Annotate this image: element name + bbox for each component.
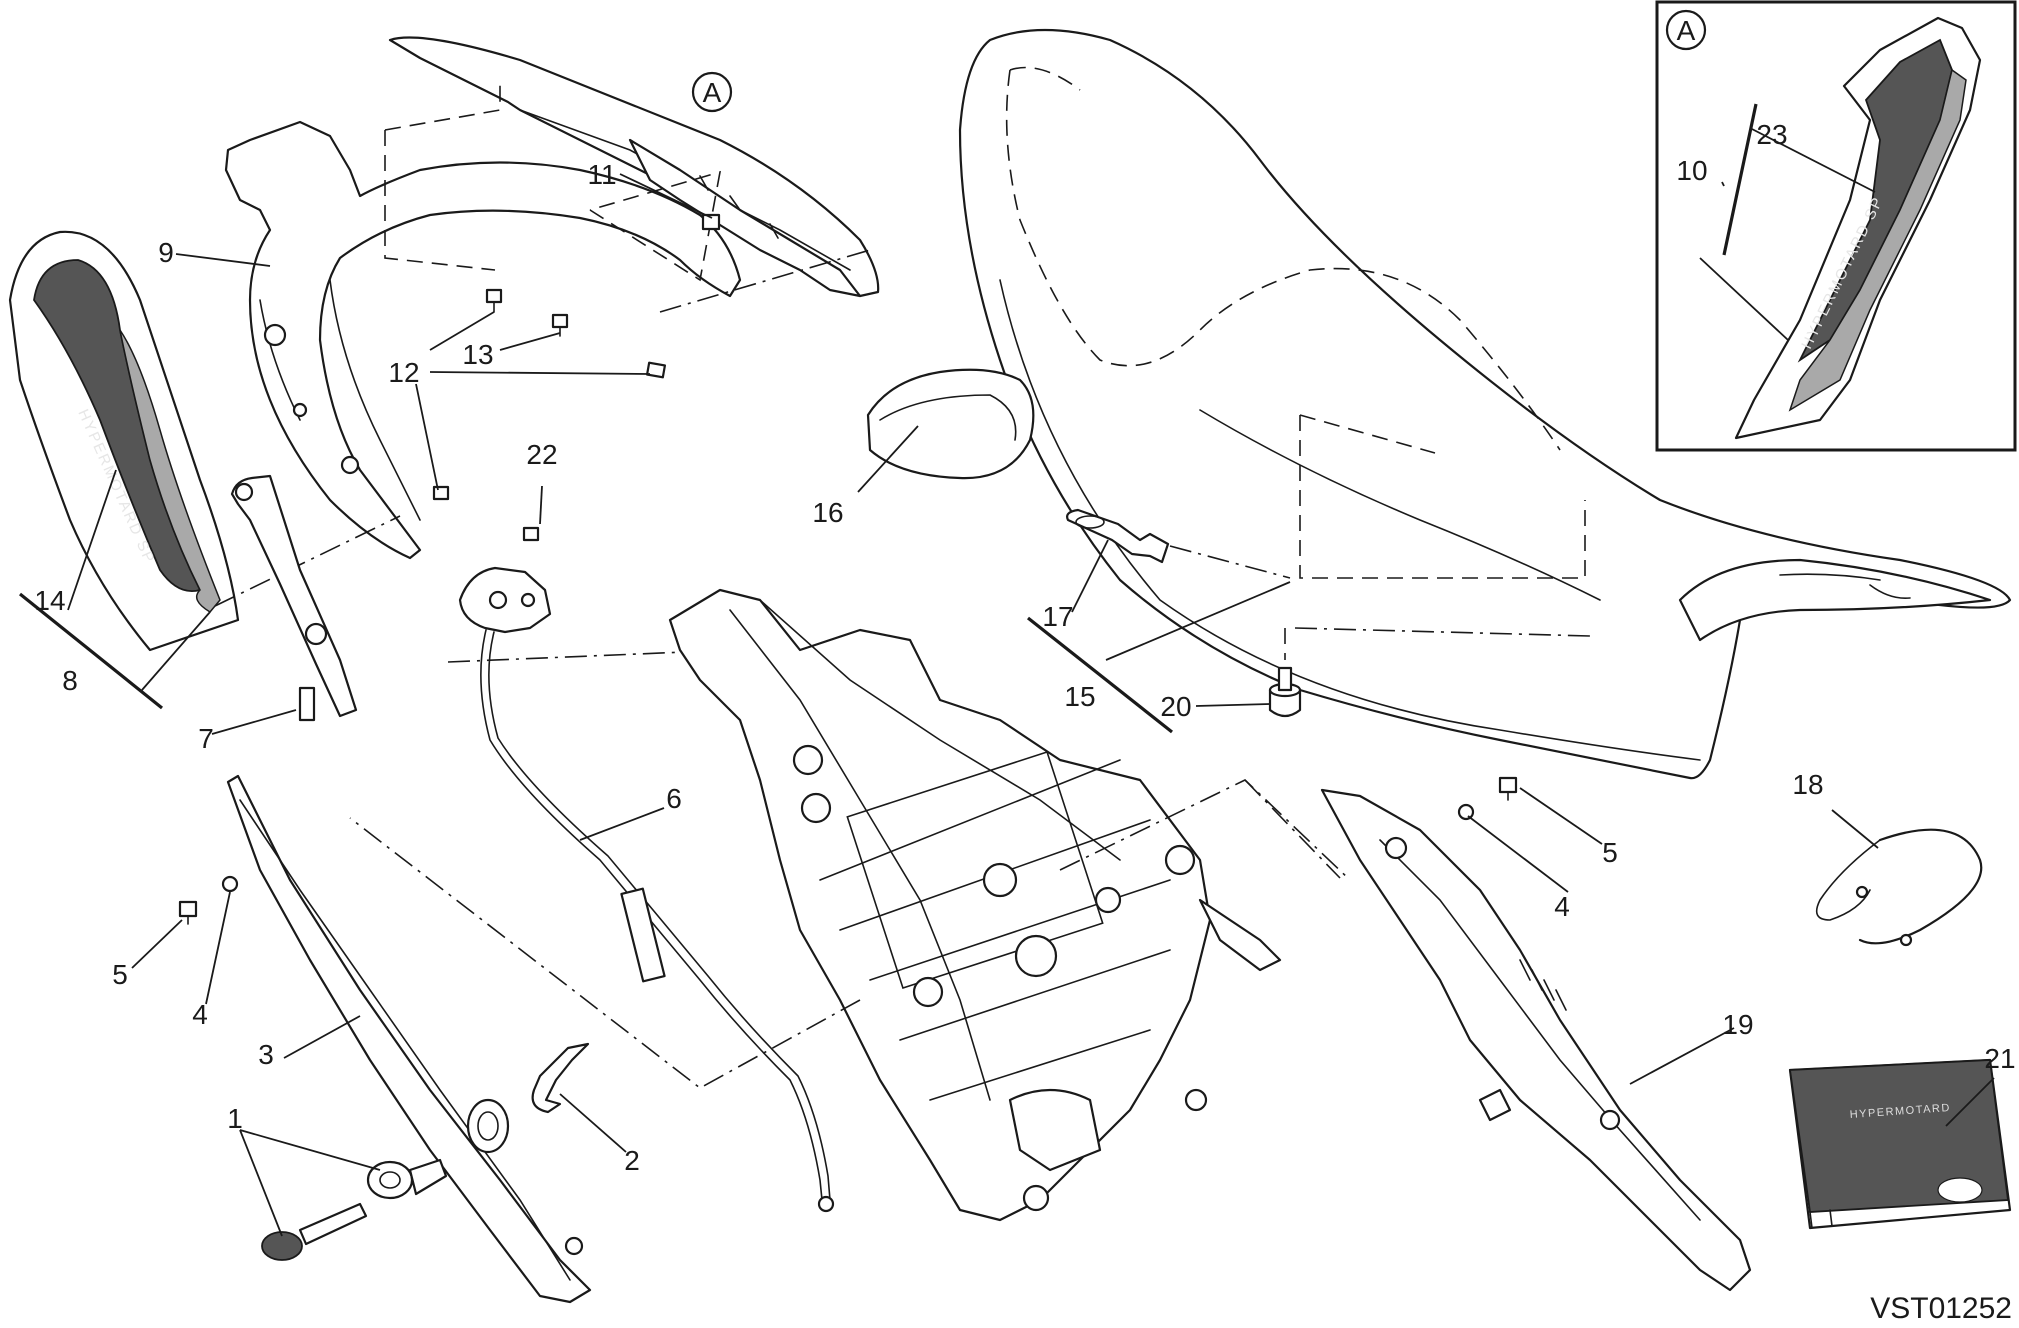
callout-15: 15 (1064, 681, 1095, 712)
fastener-set-left (178, 875, 239, 925)
callout-5-left: 5 (112, 959, 128, 990)
screw-7 (298, 686, 316, 722)
callout-12: 12 (388, 357, 419, 388)
detail-view-a: A HYPERMOTARD SP (1655, 0, 2017, 452)
callout-4-right: 4 (1554, 891, 1570, 922)
seat-hook (1066, 508, 1170, 564)
callout-9: 9 (158, 237, 174, 268)
callout-8: 8 (62, 665, 78, 696)
leader-lines (67, 173, 1995, 1237)
owners-manual: HYPERMOTARD (1788, 1058, 2012, 1230)
passenger-pad (866, 368, 1035, 480)
callout-1: 1 (227, 1103, 243, 1134)
key-head (261, 1231, 303, 1261)
rubber-buffer (1268, 666, 1302, 718)
callout-labels: 1 2 3 4 4 5 5 6 7 8 9 10 11 12 13 14 15 … (34, 119, 2015, 1176)
seat-lock-and-key (261, 1158, 448, 1261)
callout-14: 14 (34, 585, 65, 616)
right-side-panel (1320, 788, 1752, 1292)
seat-lock-cable (458, 526, 835, 1213)
callout-10: 10 (1676, 155, 1707, 186)
left-side-panel (226, 774, 592, 1304)
rider-seat (958, 28, 2012, 780)
diagram-code: VST01252 (1870, 1292, 2012, 1325)
callout-3: 3 (258, 1039, 274, 1070)
callout-22: 22 (526, 439, 557, 470)
tail-top-cover: A (388, 36, 880, 298)
callout-11: 11 (587, 159, 616, 190)
helmet-cable (1815, 828, 1983, 947)
grab-handle (224, 120, 742, 560)
callout-5-right: 5 (1602, 837, 1618, 868)
callout-21: 21 (1984, 1043, 2015, 1074)
left-tail-fairing: HYPERMOTARD SP (8, 230, 240, 652)
callout-2: 2 (624, 1145, 640, 1176)
callout-18: 18 (1792, 769, 1823, 800)
callout-4-left: 4 (192, 999, 208, 1030)
detail-marker-label: A (1677, 15, 1696, 46)
callout-20: 20 (1160, 691, 1191, 722)
callout-7: 7 (198, 723, 214, 754)
callout-6: 6 (666, 783, 682, 814)
rear-bracket (230, 474, 358, 722)
callout-13: 13 (462, 339, 493, 370)
clip-11 (701, 213, 721, 231)
callout-17: 17 (1042, 601, 1073, 632)
rear-subframe (668, 588, 1282, 1222)
callout-19: 19 (1722, 1009, 1753, 1040)
callout-16: 16 (812, 497, 843, 528)
callout-23: 23 (1756, 119, 1787, 150)
clip-2 (531, 1042, 590, 1114)
fastener-set-right (1457, 776, 1518, 821)
fastener-set-upper (432, 213, 721, 501)
marker-a-label: A (703, 77, 722, 108)
